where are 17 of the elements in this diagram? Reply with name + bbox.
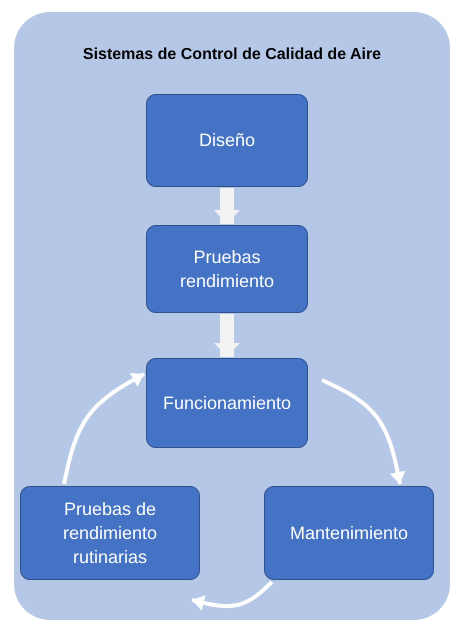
curved-arrow (62, 372, 145, 484)
panel-heading: Sistemas de Control de Calidad de Aire (82, 46, 382, 64)
block-arrow (214, 314, 240, 357)
box-label: Mantenimiento (288, 522, 410, 545)
curved-arrow (321, 378, 406, 484)
process-box (146, 225, 308, 313)
process-box (264, 486, 434, 580)
block-arrow (214, 188, 240, 224)
process-box (146, 358, 308, 448)
curved-arrow (192, 580, 274, 611)
process-box (146, 94, 308, 187)
process-box (20, 486, 200, 580)
box-label: Funcionamiento (162, 392, 292, 415)
box-label: Diseño (198, 129, 256, 152)
box-label: Pruebas de rendimiento rutinarias (62, 498, 158, 570)
panel-background (14, 12, 450, 620)
box-label: Pruebas rendimiento (178, 246, 276, 293)
